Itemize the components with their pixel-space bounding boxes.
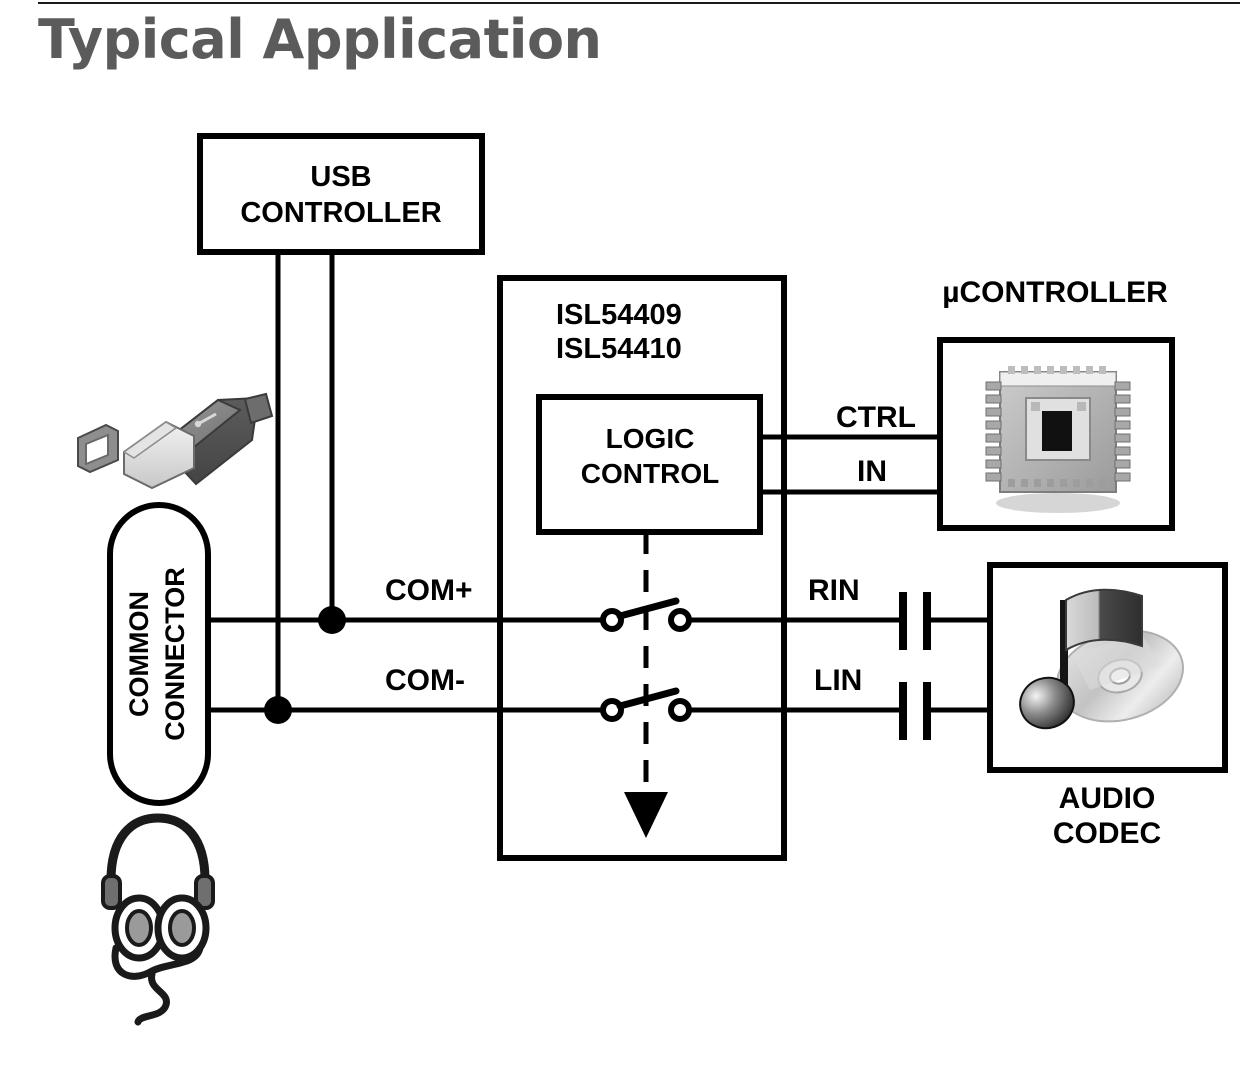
signal-label-in: IN [857, 455, 887, 488]
signal-label-com-minus: COM- [385, 664, 465, 697]
spst-switch-upper[interactable] [600, 597, 692, 632]
junction-dot-com-minus [264, 696, 292, 724]
microcontroller-block[interactable]: µCONTROLLER [937, 276, 1175, 531]
common-connector-block[interactable]: COMMON CONNECTOR [107, 502, 211, 806]
logic-control-box[interactable] [536, 394, 763, 535]
microcontroller-caption: µCONTROLLER [942, 276, 1168, 309]
music-note-cd-icon [1019, 588, 1185, 730]
usb-controller-box[interactable] [197, 133, 485, 255]
wire-layer [205, 252, 990, 713]
qfp-chip-icon [985, 366, 1131, 513]
common-connector-label-line2: CONNECTOR [160, 567, 190, 741]
main-ic-block[interactable]: ISL54409 ISL54410 [497, 275, 787, 861]
signal-label-rin: RIN [808, 574, 860, 607]
signal-label-com-plus: COM+ [385, 574, 473, 607]
page-title: Typical Application [38, 8, 602, 71]
audio-codec-caption-line2: CODEC [1053, 817, 1161, 850]
usb-controller-label-line1: USB [310, 161, 371, 193]
logic-control-block[interactable]: LOGIC CONTROL [536, 394, 763, 535]
logic-control-label-line2: CONTROL [581, 458, 719, 489]
headphones-icon [101, 813, 215, 1026]
junction-dot-com-plus [318, 606, 346, 634]
spst-switch-lower[interactable] [600, 687, 692, 722]
signal-label-lin: LIN [814, 664, 862, 697]
usb-controller-block[interactable]: USB CONTROLLER [197, 133, 485, 255]
audio-codec-block[interactable]: AUDIO CODEC [987, 562, 1228, 850]
usb-controller-label-line2: CONTROLLER [240, 197, 441, 229]
header-rule [38, 2, 1240, 4]
common-connector-label-line1: COMMON [124, 591, 154, 717]
control-arrow-icon [624, 532, 668, 838]
main-ic-part-line2: ISL54410 [556, 333, 682, 365]
logic-control-label-line1: LOGIC [606, 423, 695, 454]
capacitor-rin-icon [899, 592, 931, 650]
usb-plug-icon [77, 392, 274, 490]
common-connector-shape[interactable] [107, 502, 211, 806]
capacitor-lin-icon [899, 682, 931, 740]
main-ic-part-line1: ISL54409 [556, 299, 682, 331]
signal-label-ctrl: CTRL [836, 401, 916, 434]
audio-codec-caption-line1: AUDIO [1059, 782, 1156, 815]
main-ic-box[interactable] [497, 275, 787, 861]
